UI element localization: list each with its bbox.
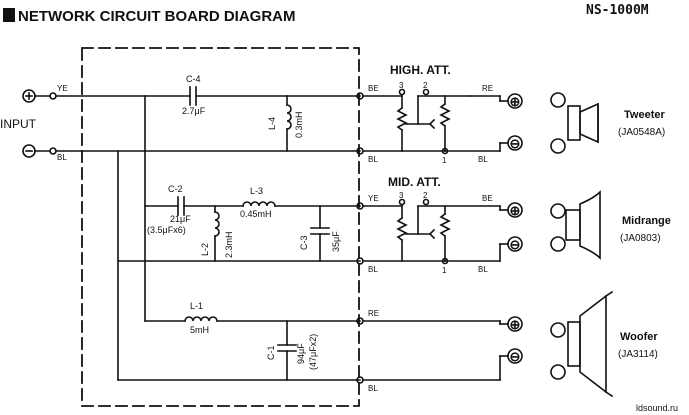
c3-value: 35μF xyxy=(331,231,341,252)
tweeter-driver-minus xyxy=(550,92,566,108)
input-ye-label: YE xyxy=(57,84,68,93)
tweeter-minus-glyph: ⊖ xyxy=(510,136,521,151)
wire-label-bl-4: BL xyxy=(478,265,488,274)
wire-label-re-1: RE xyxy=(482,84,493,93)
midrange-plus-glyph: ⊕ xyxy=(510,203,521,218)
midrange-dome xyxy=(579,190,601,260)
wire-label-bl-3: BL xyxy=(368,265,378,274)
l1-coil xyxy=(184,316,218,322)
board-outline xyxy=(81,47,360,407)
woofer-label: Woofer xyxy=(620,331,658,343)
high-att-label: HIGH. ATT. xyxy=(390,63,451,77)
l2-coil xyxy=(214,211,220,237)
woofer-cone xyxy=(579,294,607,394)
tweeter-plus-glyph: ⊕ xyxy=(510,94,521,109)
l2-value: 2.3mH xyxy=(224,231,234,258)
tweeter-model: (JA0548A) xyxy=(618,127,665,138)
l4-value: 0.3mH xyxy=(294,111,304,138)
l3-name: L-3 xyxy=(250,186,263,196)
tweeter-driver-plus xyxy=(550,138,566,154)
woofer-model: (JA3114) xyxy=(618,349,658,360)
mid-pin-3: 3 xyxy=(399,191,404,200)
l3-value: 0.45mH xyxy=(240,209,272,219)
l4-name: L-4 xyxy=(267,117,277,130)
woofer-driver-plus xyxy=(550,364,566,380)
wire-label-bl-1: BL xyxy=(368,155,378,164)
input-bl-node xyxy=(49,147,57,155)
mid-pin-1: 1 xyxy=(442,266,447,275)
woofer-driver-minus xyxy=(550,322,566,338)
wire-label-be-2: BE xyxy=(482,194,493,203)
watermark: ldsound.ru xyxy=(636,403,678,413)
high-pin-2: 2 xyxy=(423,81,428,90)
c2-name: C-2 xyxy=(168,184,183,194)
midrange-minus-glyph: ⊖ xyxy=(510,237,521,252)
l2-name: L-2 xyxy=(200,243,210,256)
input-bl-label: BL xyxy=(57,153,67,162)
l4-coil xyxy=(286,104,292,130)
wire-label-bl-5: BL xyxy=(368,384,378,393)
l3-coil xyxy=(242,201,276,207)
model-number: NS-1000M xyxy=(586,3,649,18)
wire-label-bl-2: BL xyxy=(478,155,488,164)
c1-name: C-1 xyxy=(266,345,276,360)
c2-detail: (3.5μFx6) xyxy=(147,225,186,235)
mid-pin-2: 2 xyxy=(423,191,428,200)
tweeter-label: Tweeter xyxy=(624,109,665,121)
wire-label-re-3: RE xyxy=(368,309,379,318)
wire-label-ye-2: YE xyxy=(368,194,379,203)
l1-value: 5mH xyxy=(190,325,209,335)
mid-att-resistor-a xyxy=(396,216,408,242)
title-bullet xyxy=(3,8,15,22)
high-att-resistor-a xyxy=(396,106,408,132)
mid-att-resistor-b xyxy=(439,212,451,238)
midrange-driver-minus xyxy=(550,236,566,252)
c3-name: C-3 xyxy=(299,235,309,250)
high-pin-3: 3 xyxy=(399,81,404,90)
c1-detail: (47μFx2) xyxy=(308,334,318,370)
wire-label-be-1: BE xyxy=(368,84,379,93)
c4-name: C-4 xyxy=(186,74,201,84)
midrange-model: (JA0803) xyxy=(620,233,661,244)
high-pin-1: 1 xyxy=(442,156,447,165)
midrange-driver-plus xyxy=(550,203,566,219)
woofer-plus-glyph: ⊕ xyxy=(510,317,521,332)
c1-value: 94μF xyxy=(296,343,306,364)
c2-value: 21μF xyxy=(170,214,191,224)
tweeter-magnet xyxy=(567,105,581,141)
midrange-label: Midrange xyxy=(622,215,671,227)
woofer-magnet xyxy=(567,321,581,367)
tweeter-horn xyxy=(579,102,599,144)
midrange-magnet xyxy=(565,209,581,241)
input-ye-node xyxy=(49,92,57,100)
l1-name: L-1 xyxy=(190,301,203,311)
c4-value: 2.7μF xyxy=(182,106,206,116)
input-label: INPUT xyxy=(0,117,37,131)
high-att-resistor-b xyxy=(439,102,451,128)
mid-att-label: MID. ATT. xyxy=(388,175,441,189)
page-title: NETWORK CIRCUIT BOARD DIAGRAM xyxy=(18,8,295,25)
woofer-minus-glyph: ⊖ xyxy=(510,349,521,364)
